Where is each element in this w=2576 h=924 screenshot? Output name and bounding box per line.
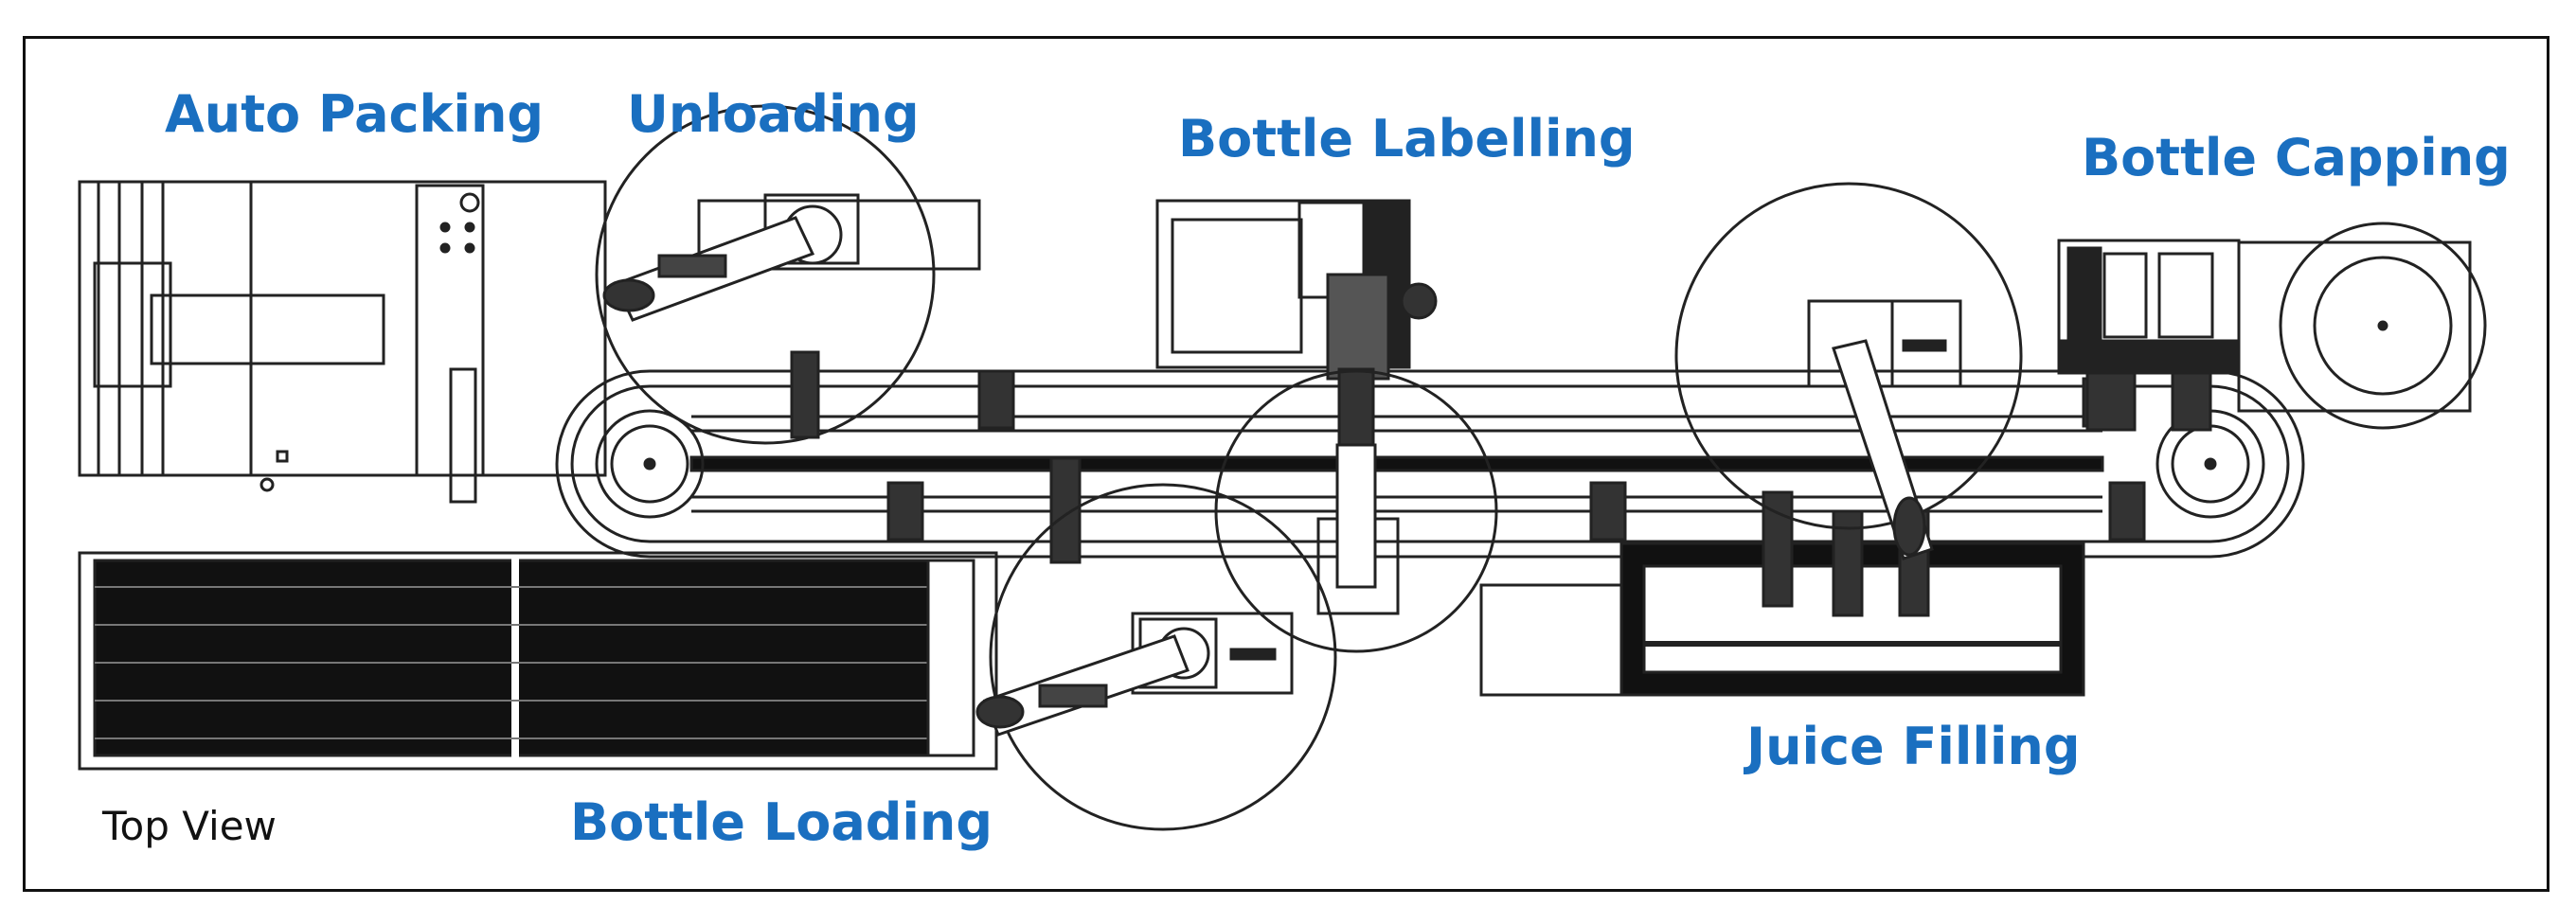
auto-packing-machine (78, 180, 607, 504)
juice-filling-machine (1479, 182, 2085, 697)
bottle-pucks (790, 350, 2146, 564)
unloading-robot (595, 104, 981, 445)
juice-filling-label: Juice Filling (1746, 717, 2081, 776)
top-view-caption: Top View (102, 803, 277, 849)
unloading-label: Unloading (627, 84, 920, 144)
bottle-labelling-label: Bottle Labelling (1178, 109, 1636, 169)
bottle-capping-label: Bottle Capping (2082, 128, 2511, 187)
bottle-loading-label: Bottle Loading (570, 792, 993, 852)
bottle-loading-robot (975, 483, 1337, 831)
bottle-capping-machine (2057, 222, 2487, 432)
bottle-labelling-machine (1155, 199, 1498, 653)
bottle-loading-tray (78, 551, 998, 771)
auto-packing-label: Auto Packing (165, 84, 545, 144)
diagram-frame (23, 36, 2549, 892)
